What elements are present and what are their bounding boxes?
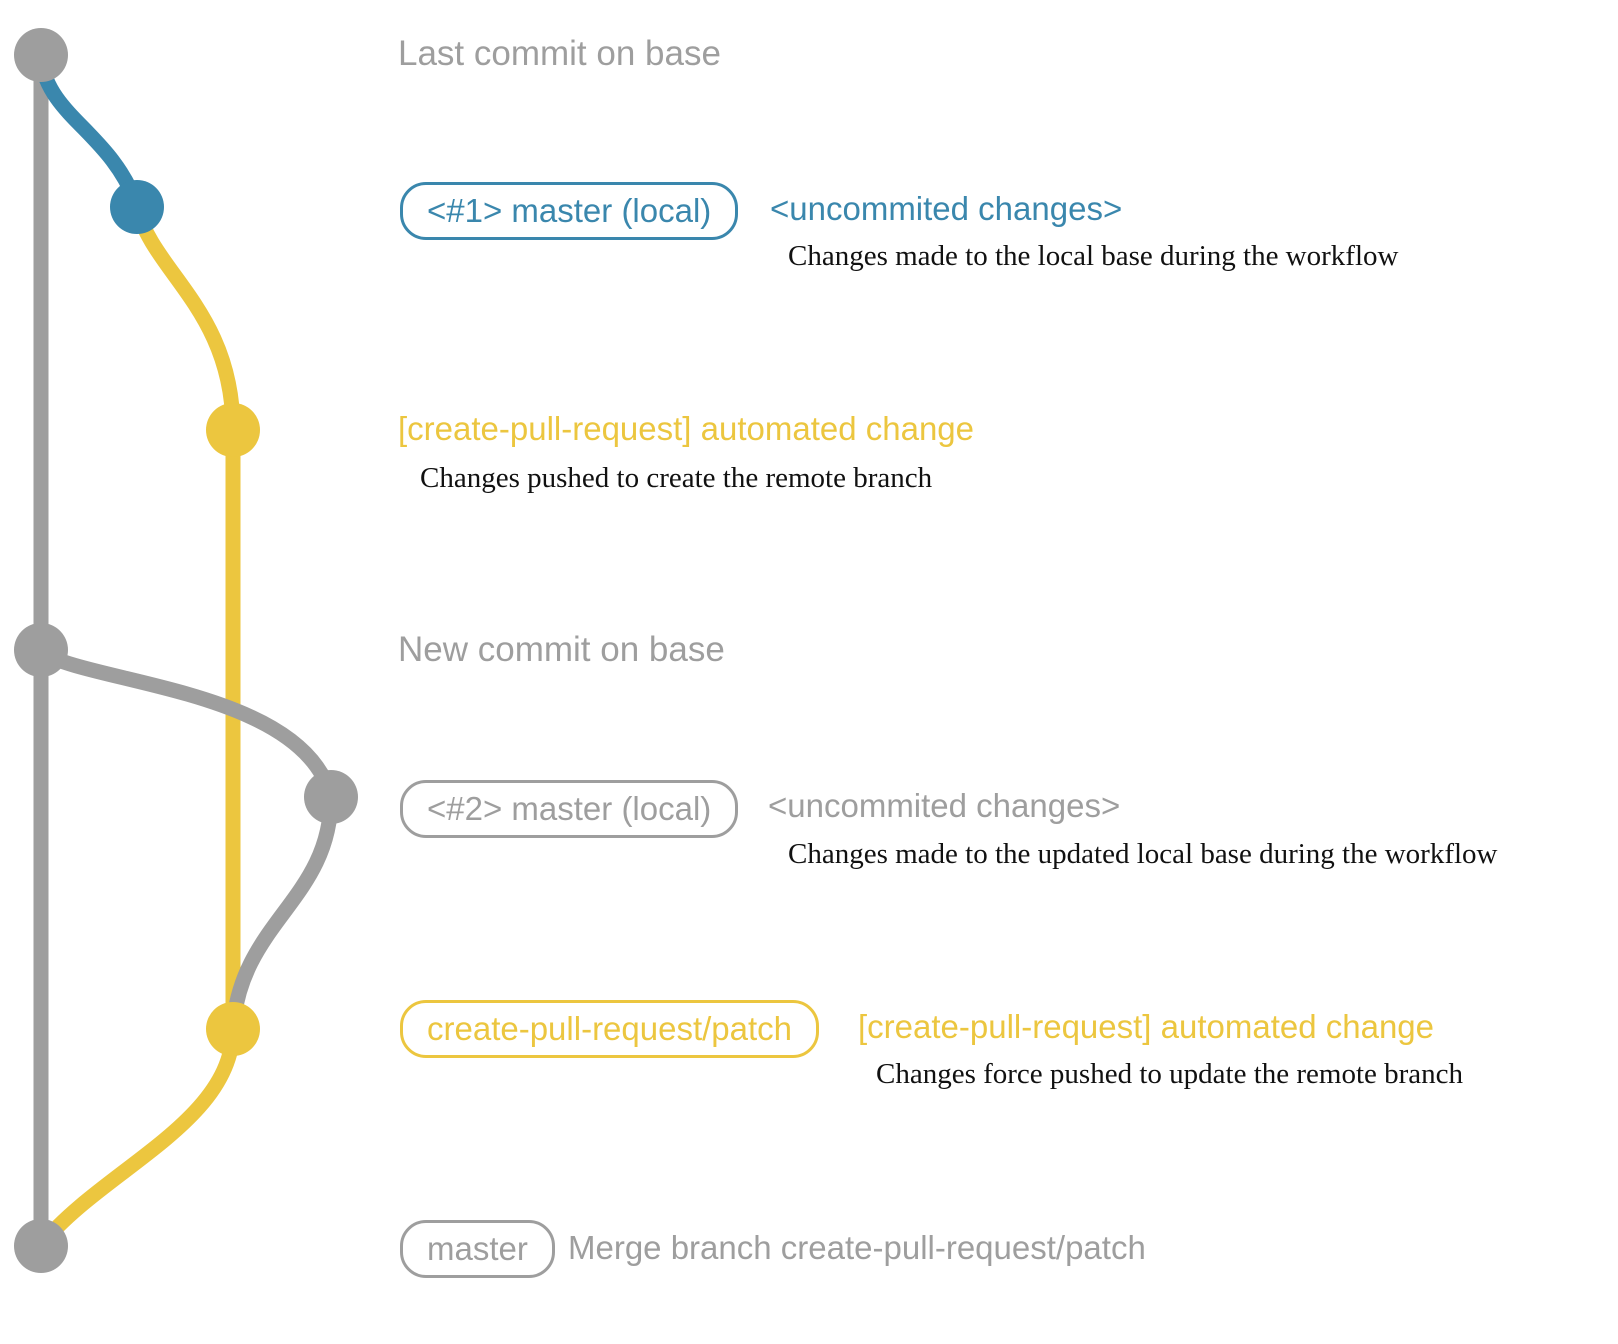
desc-pushed-remote-branch: Changes pushed to create the remote bran… <box>420 462 933 494</box>
label-automated-change-1: [create-pull-request] automated change <box>398 410 975 447</box>
tag-uncommited-changes-1: <uncommited changes> <box>770 190 1123 227</box>
label-merge-branch: Merge branch create-pull-request/patch <box>568 1229 1146 1266</box>
branch-badge-master: master <box>400 1220 555 1279</box>
branch-badge-patch: create-pull-request/patch <box>400 1000 820 1059</box>
commit-dot-merge <box>14 1219 68 1273</box>
desc-local-base-changes-2: Changes made to the updated local base d… <box>788 838 1498 870</box>
commit-dot-local-1 <box>110 180 164 234</box>
branch-badge-master-local-2: <#2> master (local) <box>400 780 739 839</box>
local-branch-1-line <box>33 52 145 213</box>
label-last-commit-on-base: Last commit on base <box>398 34 721 73</box>
commit-dot-local-2 <box>304 770 358 824</box>
local-branch-2-line <box>33 644 339 1037</box>
patch-branch-line <box>34 199 241 1252</box>
commit-dot-remote-1 <box>206 403 260 457</box>
desc-force-pushed-remote-branch: Changes force pushed to update the remot… <box>876 1058 1464 1090</box>
commit-dot-new-base <box>14 623 68 677</box>
desc-local-base-changes-1: Changes made to the local base during th… <box>788 240 1399 272</box>
label-new-commit-on-base: New commit on base <box>398 630 725 669</box>
tag-uncommited-changes-2: <uncommited changes> <box>768 787 1121 824</box>
commit-dot-last-base <box>14 28 68 82</box>
label-automated-change-2: [create-pull-request] automated change <box>858 1008 1435 1045</box>
branch-badge-master-local-1: <#1> master (local) <box>400 182 739 241</box>
commit-dot-remote-2 <box>206 1002 260 1056</box>
